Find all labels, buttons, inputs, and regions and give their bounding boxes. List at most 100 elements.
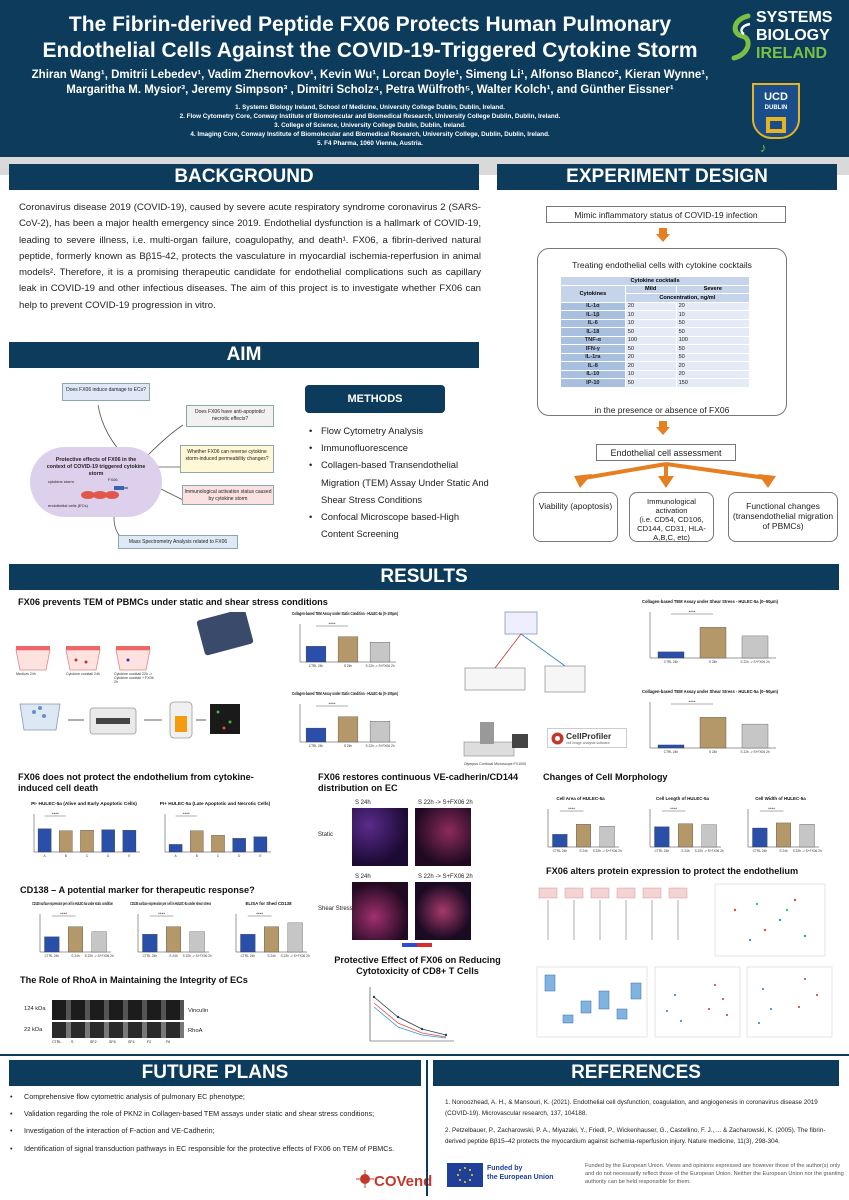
cellprofiler-logo: CellProfiler cell image analysis softwar… bbox=[547, 728, 627, 748]
aim-question-5: Mass Spectrometry Analysis related to FX… bbox=[118, 535, 238, 549]
bar bbox=[189, 931, 205, 953]
results-panel-5-title: FX06 alters protein expression to protec… bbox=[546, 866, 799, 876]
bar bbox=[599, 826, 615, 848]
bar bbox=[657, 651, 685, 659]
results-panel-2-title: FX06 does not protect the endothelium fr… bbox=[18, 772, 254, 794]
table-cell: IL-18 bbox=[560, 327, 626, 337]
image-row-label: Shear Stress bbox=[318, 906, 353, 912]
ucd-logo: UCD DUBLIN bbox=[752, 83, 800, 139]
bar bbox=[576, 824, 591, 848]
table-cell: 20 bbox=[675, 369, 751, 379]
method-item: Confocal Microscope based-High Content S… bbox=[307, 508, 492, 542]
x-tick-label: D bbox=[107, 854, 110, 858]
functional-changes-box: Functional changes (transendothelial mig… bbox=[728, 492, 838, 542]
bar bbox=[776, 822, 791, 848]
table-header-severe: Severe bbox=[675, 284, 751, 294]
bar bbox=[168, 844, 183, 853]
affiliation: 5. F4 Pharma, 1060 Vienna, Austria. bbox=[317, 140, 423, 147]
eu-funding-line: Funded by bbox=[487, 1165, 523, 1172]
ve-cadherin-image-shear-s24 bbox=[352, 882, 408, 940]
wb-lane-label: F2 bbox=[147, 1040, 152, 1044]
bar bbox=[232, 838, 246, 853]
significance-label: **** bbox=[768, 806, 775, 811]
title-line-1: The Fibrin-derived Peptide FX06 Protects… bbox=[68, 13, 672, 36]
method-item: Collagen-based Transendothelial Migratio… bbox=[307, 456, 492, 508]
table-cell: 100 bbox=[624, 335, 677, 345]
future-item: Validation regarding the role of PKN2 in… bbox=[10, 1109, 420, 1119]
table-cell: 100 bbox=[675, 335, 751, 345]
bar-chart: Collagen-based TEM Assay under Static Co… bbox=[292, 691, 398, 748]
collagen-gel-icon bbox=[169, 701, 193, 739]
bar bbox=[287, 922, 303, 953]
well-plate-icon bbox=[196, 612, 254, 656]
x-tick-label: S 24h bbox=[681, 849, 690, 853]
bar bbox=[305, 727, 327, 743]
schematic-label: Cytokine cocktail 24h bbox=[66, 672, 100, 676]
x-tick-label: S 24h bbox=[709, 750, 718, 754]
x-tick-label: CTRL 24h bbox=[553, 849, 568, 853]
bar bbox=[699, 717, 727, 749]
bar bbox=[337, 716, 359, 743]
bar bbox=[59, 830, 73, 853]
bar bbox=[337, 636, 359, 663]
bar bbox=[122, 830, 137, 853]
chart-title: ELISA for Shed CD138 bbox=[246, 901, 292, 906]
eu-funding-line: the European Union bbox=[487, 1174, 554, 1181]
cellprofiler-icon bbox=[551, 732, 564, 745]
chart-title: Collagen-based TEM Assay under Static Co… bbox=[292, 611, 398, 616]
significance-label: **** bbox=[328, 701, 335, 706]
bar bbox=[657, 744, 685, 749]
ve-cadherin-image-static-s24 bbox=[352, 808, 408, 866]
x-tick-label: S 22h -> S+FX06 2h bbox=[365, 744, 394, 748]
covend-logo-text: COVend bbox=[374, 1173, 433, 1190]
wb-marker-124: 124 kDa bbox=[24, 1006, 46, 1012]
significance-label: **** bbox=[256, 911, 263, 916]
authors-line-2: Margaritha M. Mysior³, Jeremy Simpson³ ,… bbox=[66, 84, 674, 96]
x-tick-label: S 22h -> S+FX06 2h bbox=[281, 954, 310, 958]
significance-label: **** bbox=[568, 806, 575, 811]
results-panel-3-title: FX06 restores continuous VE-cadherin/CD1… bbox=[318, 772, 518, 794]
x-tick-label: S 24h bbox=[344, 664, 353, 668]
affiliations: 1. Systems Biology Ireland, School of Me… bbox=[60, 103, 680, 148]
experiment-design-heading: EXPERIMENT DESIGN bbox=[497, 164, 837, 190]
sbi-swirl-icon bbox=[731, 13, 751, 61]
schematic-label: Cytokine cocktail 22h -> Cytokine cockta… bbox=[114, 672, 154, 684]
proteomics-plots bbox=[536, 966, 833, 1038]
wb-marker-22: 22 kDa bbox=[24, 1027, 43, 1033]
aim-center-text: Protective effects of FX06 in the contex… bbox=[46, 457, 146, 477]
arrow-down-icon bbox=[656, 421, 670, 435]
bar bbox=[101, 829, 115, 853]
bar bbox=[80, 830, 94, 853]
western-blot-vinculin bbox=[52, 1000, 184, 1020]
chart-title: Cell Length of HULEC-5a bbox=[656, 796, 709, 801]
bar bbox=[678, 823, 693, 848]
x-tick-label: CTRL 24h bbox=[664, 750, 679, 754]
table-title: Cytokine cocktails bbox=[560, 276, 750, 286]
footer-divider bbox=[0, 1054, 849, 1056]
immunological-activation-box: Immunological activation (i.e. CD54, CD1… bbox=[629, 492, 714, 542]
aim-label-storm: cytokine storm bbox=[48, 479, 74, 484]
bar bbox=[142, 934, 158, 953]
future-item: Investigation of the interaction of F-ac… bbox=[10, 1126, 420, 1136]
reference-item: 2. Petzelbauer, P., Zacharowski, P. A., … bbox=[445, 1126, 826, 1145]
cellprofiler-subtitle: cell image analysis software bbox=[566, 741, 610, 745]
bar bbox=[253, 836, 268, 853]
aim-diagram: Does FX06 induce damage to ECs? Does FX0… bbox=[8, 375, 288, 555]
ve-cadherin-image-static-fx06 bbox=[415, 808, 471, 866]
bar bbox=[552, 834, 568, 848]
bar bbox=[211, 835, 225, 853]
table-cell: 10 bbox=[675, 310, 751, 320]
table-cell: 10 bbox=[624, 310, 677, 320]
bar bbox=[369, 642, 391, 663]
table-cell: 50 bbox=[624, 344, 677, 354]
cellprofiler-name: CellProfiler bbox=[566, 731, 612, 741]
viability-box: Viability (apoptosis) bbox=[533, 492, 618, 542]
x-tick-label: S 24h bbox=[71, 954, 80, 958]
table-cell: IL-1β bbox=[560, 310, 626, 320]
